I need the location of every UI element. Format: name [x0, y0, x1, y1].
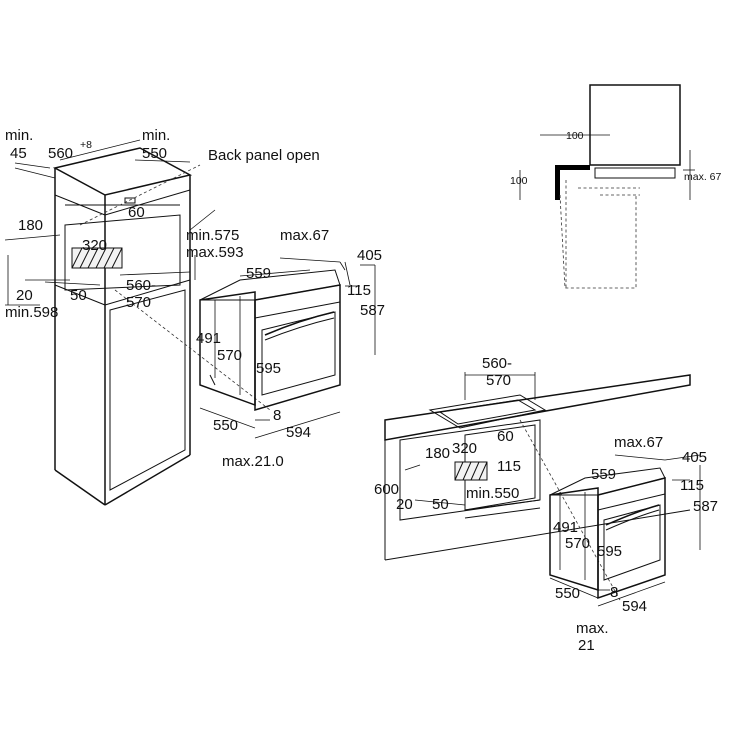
- label-plus-8: +8: [80, 139, 92, 151]
- undercounter-dimension-lines: [385, 372, 535, 545]
- label-115: 115: [347, 282, 371, 299]
- label-u-min-550: min.550: [466, 485, 519, 502]
- label-b-405: 405: [682, 449, 707, 466]
- label-b-max-line1: max.: [576, 620, 609, 637]
- label-b-8: 8: [610, 584, 618, 601]
- label-b-550: 550: [555, 585, 580, 602]
- label-60: 60: [128, 204, 145, 221]
- label-detail-100-h: 100: [566, 130, 584, 142]
- label-u-50: 50: [432, 496, 449, 513]
- column-labels: min. 45 560 +8 min. 550 Back panel open …: [5, 127, 320, 321]
- label-u-115: 115: [497, 458, 521, 475]
- oven-top-dimension-lines: [200, 258, 375, 438]
- label-560-570-line2: 570: [126, 294, 151, 311]
- label-detail-100-v: 100: [510, 175, 528, 187]
- label-min-550-line2: 550: [142, 145, 167, 162]
- label-back-panel-open: Back panel open: [208, 147, 320, 164]
- label-max-67: max.67: [280, 227, 329, 244]
- label-b-559: 559: [591, 466, 616, 483]
- label-20: 20: [16, 287, 33, 304]
- label-detail-max-67: max. 67: [684, 171, 722, 183]
- detail-view: [520, 85, 695, 288]
- label-320: 320: [82, 237, 107, 254]
- label-594: 594: [286, 424, 311, 441]
- undercounter-labels: 560- 570 320 60 180 115 600 min.550 20 5…: [374, 355, 521, 513]
- label-b-594: 594: [622, 598, 647, 615]
- label-b-587: 587: [693, 498, 718, 515]
- label-550: 550: [213, 417, 238, 434]
- label-u-600: 600: [374, 481, 399, 498]
- label-8: 8: [273, 407, 281, 424]
- oven-top: [199, 269, 341, 412]
- label-max-21: max.21.0: [222, 453, 284, 470]
- label-u-180: 180: [425, 445, 450, 462]
- label-u-320: 320: [452, 440, 477, 457]
- label-u-560-570-line2: 570: [486, 372, 511, 389]
- undercounter-cabinet: [384, 374, 691, 600]
- label-b-max-line2: 21: [578, 637, 595, 654]
- label-50: 50: [70, 287, 87, 304]
- label-180: 180: [18, 217, 43, 234]
- label-b-570: 570: [565, 535, 590, 552]
- label-u-60: 60: [497, 428, 514, 445]
- oven-top-labels: max.67 405 559 115 587 491 570 595 550 8…: [196, 227, 385, 470]
- label-491: 491: [196, 330, 221, 347]
- label-min-550-line1: min.: [142, 127, 170, 144]
- label-b-491: 491: [553, 519, 578, 536]
- label-b-max-67: max.67: [614, 434, 663, 451]
- label-587: 587: [360, 302, 385, 319]
- oven-bottom-dimension-lines: [550, 455, 700, 606]
- detail-labels: 100 100 max. 67: [510, 130, 722, 187]
- label-b-595: 595: [597, 543, 622, 560]
- label-u-20: 20: [396, 496, 413, 513]
- column-cabinet: [52, 147, 270, 505]
- label-min-45-line1: min.: [5, 127, 33, 144]
- label-min-575: min.575: [186, 227, 239, 244]
- column-dimension-lines: [5, 140, 215, 305]
- label-405: 405: [357, 247, 382, 264]
- label-560: 560: [48, 145, 73, 162]
- label-570: 570: [217, 347, 242, 364]
- label-560-570-line1: 560-: [126, 277, 156, 294]
- label-b-115: 115: [680, 477, 704, 494]
- label-595: 595: [256, 360, 281, 377]
- label-max-593: max.593: [186, 244, 244, 261]
- label-559: 559: [246, 265, 271, 282]
- label-min-598: min.598: [5, 304, 58, 321]
- label-min-45-line2: 45: [10, 145, 27, 162]
- oven-bottom-labels: max.67 405 559 115 587 491 570 595 550 8…: [553, 434, 718, 654]
- label-u-560-570-line1: 560-: [482, 355, 512, 372]
